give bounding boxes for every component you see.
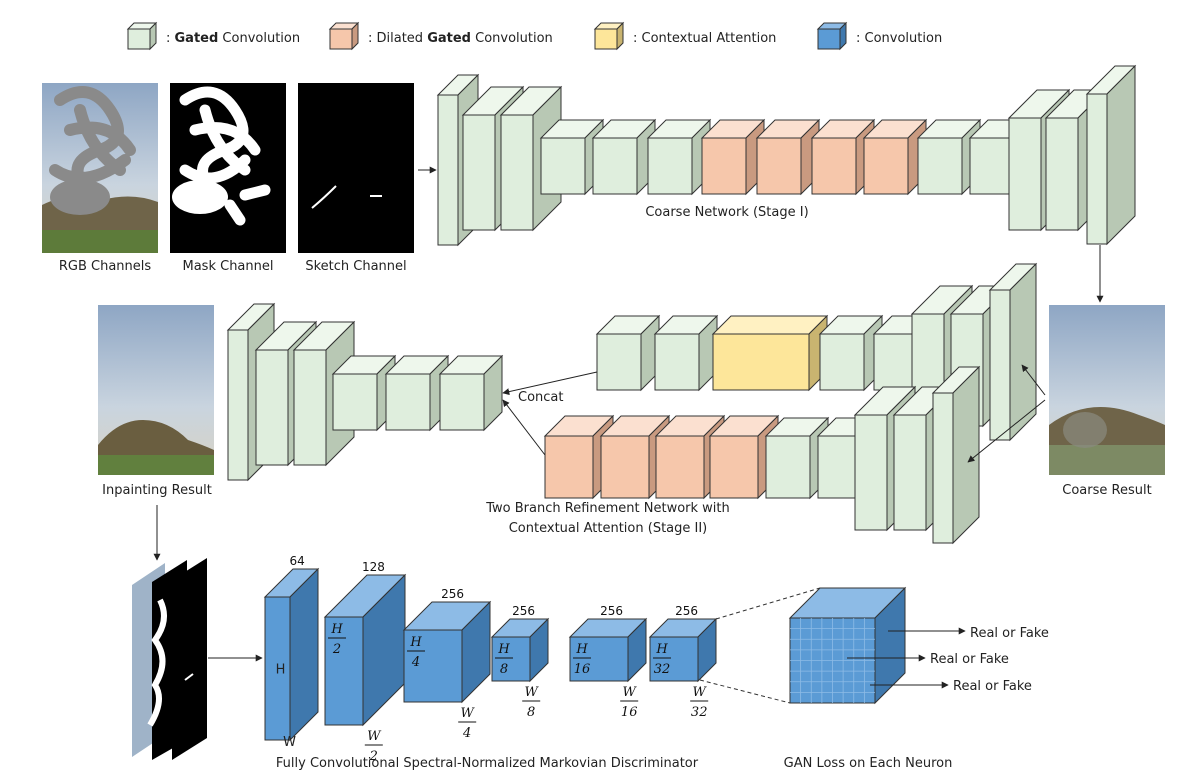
disc-channels-2: 128 <box>362 560 385 574</box>
coarse-output-layer <box>1085 64 1137 246</box>
branch2-input <box>931 365 981 545</box>
disc-layer-4 <box>490 617 550 683</box>
output-label-2: Real or Fake <box>930 652 1009 667</box>
coarse-to-branch2-arrow <box>967 399 1046 463</box>
svg-text:W: W <box>623 685 638 700</box>
coarse-mid-layer-3 <box>646 118 712 196</box>
disc-width-label-3: W4 <box>458 706 477 741</box>
disc-height-label-4: H8 <box>495 642 513 677</box>
svg-text:4: 4 <box>411 655 420 670</box>
disc-width-label-2: W2 <box>364 729 383 764</box>
disc-channels-6: 256 <box>675 604 698 618</box>
gan-loss-cube <box>699 586 907 705</box>
svg-text:4: 4 <box>462 726 471 741</box>
contextual-attention-layer <box>711 314 829 392</box>
output-label-3: Real or Fake <box>953 679 1032 694</box>
disc-channels-1: 64 <box>289 554 304 568</box>
disc-layer-6 <box>648 617 718 683</box>
coarse-result-image <box>1049 305 1165 475</box>
coarse-dilated-layer-2 <box>755 118 821 196</box>
inpainting-result-label: Inpainting Result <box>102 483 212 498</box>
svg-text:32: 32 <box>654 662 671 677</box>
refinement-network <box>226 262 1038 545</box>
branch2-concat-arrow <box>502 399 546 456</box>
mask-input-image <box>170 83 286 253</box>
svg-text:W: W <box>525 685 540 700</box>
output-label-1: Real or Fake <box>970 626 1049 641</box>
branch1-layer-3 <box>818 314 884 392</box>
branch1-concat-arrow <box>502 371 598 396</box>
disc-channels-5: 256 <box>600 604 623 618</box>
svg-text:W: W <box>693 685 708 700</box>
gan-loss-label: GAN Loss on Each Neuron <box>784 756 953 771</box>
legend-label-attention: : Contextual Attention <box>633 31 776 46</box>
rgb-input-image <box>42 83 158 253</box>
svg-text:H: H <box>655 642 668 657</box>
svg-text:W: W <box>461 706 476 721</box>
svg-text:H: H <box>409 635 422 650</box>
svg-text:16: 16 <box>621 705 638 720</box>
coarse-dilated-layer-4 <box>862 118 928 196</box>
disc-channels-3: 256 <box>441 587 464 601</box>
legend: : Gated Convolution : Dilated Gated Conv… <box>126 21 942 51</box>
legend-label-gated: : Gated Convolution <box>166 31 300 46</box>
disc-height-label-1: H <box>276 663 286 678</box>
branch1-input <box>988 262 1038 442</box>
svg-text:32: 32 <box>691 705 708 720</box>
branch1-layer-2 <box>653 314 719 392</box>
refine-merge-mid-2 <box>384 354 450 432</box>
legend-item-attention: : Contextual Attention <box>593 21 776 51</box>
rgb-channels-label: RGB Channels <box>59 259 152 274</box>
svg-text:2: 2 <box>332 642 341 657</box>
discriminator-input-stack <box>132 558 207 760</box>
disc-width-label-6: W 32 <box>690 685 709 720</box>
legend-item-dilated: : Dilated Gated Convolution <box>328 21 553 51</box>
disc-layer-2 <box>323 573 407 727</box>
disc-width-label-4: W8 <box>522 685 541 720</box>
legend-item-conv: : Convolution <box>816 21 942 51</box>
mask-channel-label: Mask Channel <box>183 259 274 274</box>
svg-text:2: 2 <box>369 749 378 764</box>
coarse-dilated-layer-1 <box>700 118 766 196</box>
svg-text:H: H <box>497 642 510 657</box>
branch2-dilated-3 <box>654 414 726 500</box>
svg-text:H: H <box>330 622 343 637</box>
gan-outputs: Real or Fake Real or Fake Real or Fake <box>847 626 1049 694</box>
disc-width-label-1: W <box>283 735 296 750</box>
coarse-network-label: Coarse Network (Stage I) <box>645 205 808 220</box>
disc-channels-4: 256 <box>512 604 535 618</box>
disc-width-label-5: W 16 <box>620 685 639 720</box>
coarse-network <box>436 64 1137 247</box>
legend-label-dilated: : Dilated Gated Convolution <box>368 31 553 46</box>
branch1-layer-1 <box>595 314 661 392</box>
disc-height-label-2: H2 <box>328 622 346 657</box>
coarse-mid-layer-2 <box>591 118 657 196</box>
refinement-label-line2: Contextual Attention (Stage II) <box>509 521 708 536</box>
inpainting-result-image <box>98 305 214 475</box>
svg-text:8: 8 <box>500 662 508 677</box>
discriminator-label: Fully Convolutional Spectral-Normalized … <box>276 756 699 771</box>
disc-layer-5 <box>568 617 648 683</box>
legend-item-gated: : Gated Convolution <box>126 21 300 51</box>
concat-label: Concat <box>518 390 563 405</box>
disc-layer-3 <box>402 600 492 704</box>
svg-text:W: W <box>367 729 382 744</box>
disc-height-label-3: H4 <box>407 635 425 670</box>
refinement-label-line1: Two Branch Refinement Network with <box>485 501 730 516</box>
svg-text:16: 16 <box>574 662 591 677</box>
legend-label-conv: : Convolution <box>856 31 942 46</box>
coarse-result-label: Coarse Result <box>1062 483 1151 498</box>
disc-layer-1 <box>263 567 320 742</box>
refine-merge-mid-3 <box>438 354 504 432</box>
svg-text:H: H <box>575 642 588 657</box>
coarse-to-branch1-arrow <box>1021 364 1046 396</box>
sketch-input-image <box>298 83 414 253</box>
svg-text:8: 8 <box>527 705 535 720</box>
disc-height-label-6: H 32 <box>653 642 671 677</box>
sketch-channel-label: Sketch Channel <box>305 259 406 274</box>
disc-height-label-5: H 16 <box>573 642 591 677</box>
